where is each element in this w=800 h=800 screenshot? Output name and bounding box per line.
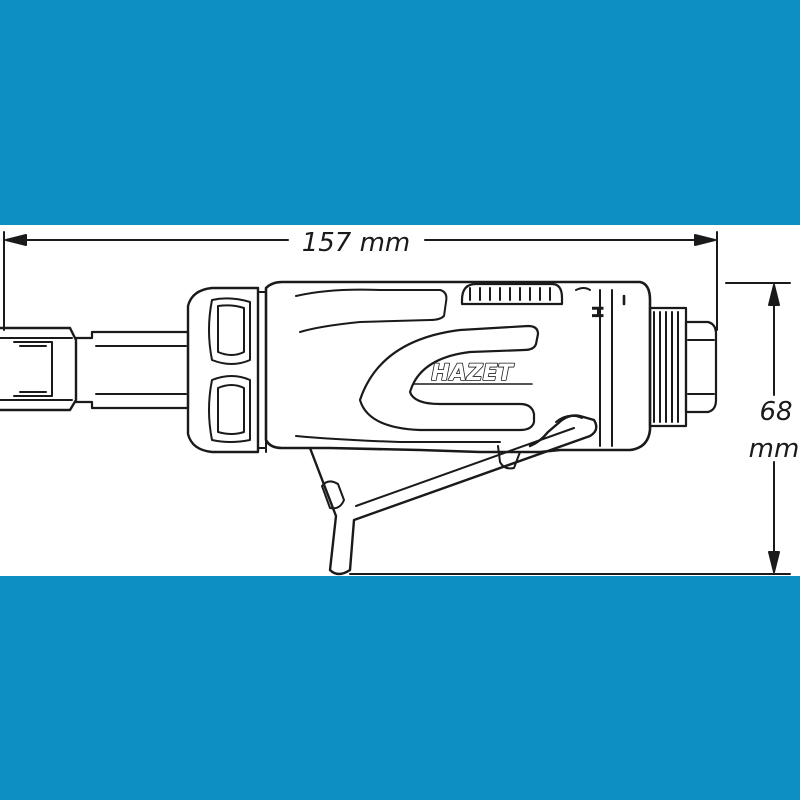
trigger-lever [308, 414, 598, 576]
height-dimension: 68 mm [349, 282, 800, 575]
housing-letter: H [588, 305, 607, 318]
length-dimension: 157 mm [3, 228, 718, 331]
blue-band-bottom [0, 576, 800, 800]
height-value: 68 [759, 397, 792, 427]
brand-logo: HAZET [431, 361, 514, 386]
collet-nut [0, 326, 78, 412]
arrow-top [768, 284, 780, 306]
arrow-right [694, 234, 716, 246]
tool-body [264, 280, 652, 454]
height-unit: mm [749, 434, 800, 464]
housing-marking: H [575, 287, 626, 319]
arrow-bottom [768, 551, 780, 573]
length-label: 157 mm [302, 228, 411, 258]
arrow-left [5, 234, 27, 246]
spindle-shaft [74, 330, 190, 410]
front-cap [186, 286, 267, 454]
speed-dial [460, 282, 564, 306]
blue-band-top [0, 0, 800, 225]
air-inlet [648, 306, 718, 428]
